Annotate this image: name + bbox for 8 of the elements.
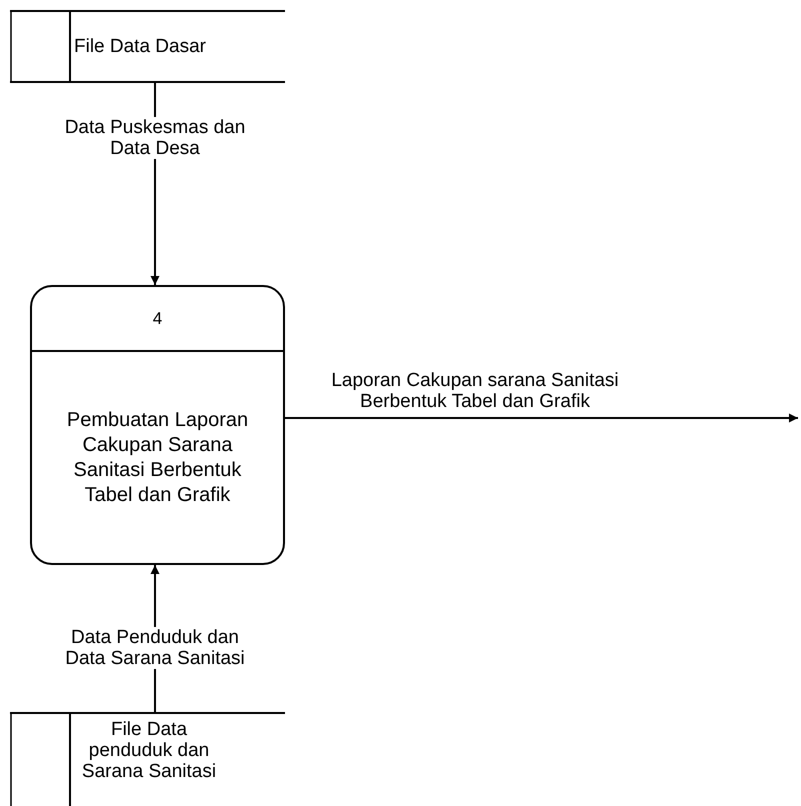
store-label: File Data Dasar bbox=[74, 36, 206, 57]
arrow bbox=[285, 414, 798, 422]
data-store bbox=[10, 10, 285, 83]
process-label: Pembuatan Laporan Cakupan Sarana Sanitasi Berbentuk Tabel dan Grafik bbox=[66, 408, 250, 508]
data-store bbox=[10, 712, 285, 806]
store-label: File Data penduduk dan Sarana Sanitasi bbox=[80, 718, 218, 782]
process-box bbox=[30, 285, 285, 565]
process-number: 4 bbox=[152, 308, 162, 330]
